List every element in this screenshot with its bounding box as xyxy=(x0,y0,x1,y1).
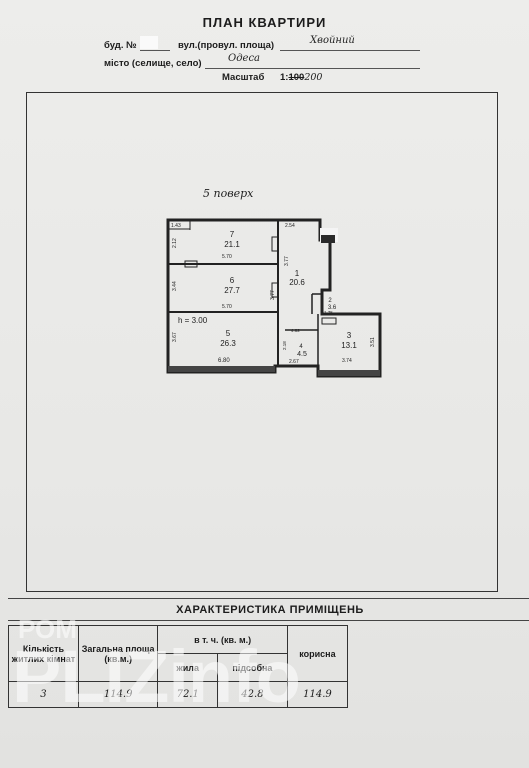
scale-label: Масштаб xyxy=(222,72,265,83)
dimension-label: 3.51 xyxy=(370,337,376,347)
city-label: місто (селище, село) xyxy=(104,58,202,69)
dimension-label: 4.82 xyxy=(291,328,300,333)
header-aux-area: підсобна xyxy=(217,653,288,682)
section-top-rule xyxy=(8,598,529,599)
dimension-label: 3.74 xyxy=(342,358,352,364)
header-total-area: Загальна площа (кв.м.) xyxy=(77,625,159,682)
value-total-area: 114.9 xyxy=(77,681,159,708)
redaction-box xyxy=(140,36,158,49)
value-rooms-count: 3 xyxy=(8,681,79,708)
dimension-label: 3.77 xyxy=(270,290,276,300)
room-area: 26.3 xyxy=(220,339,236,348)
header-useful-area: корисна xyxy=(286,625,349,682)
dimension-label: 5.70 xyxy=(222,254,232,260)
street-label: вул.(провул. площа) xyxy=(178,40,275,51)
plan-wall-hatch xyxy=(168,366,275,372)
dimension-label: 1.43 xyxy=(171,223,181,229)
value-useful-area: 114.9 xyxy=(286,681,349,708)
city-value: Одеса xyxy=(228,53,261,64)
city-line xyxy=(205,68,420,69)
room-area: 27.7 xyxy=(224,286,240,295)
dimension-label: 3.44 xyxy=(172,281,178,291)
room-area: 4.5 xyxy=(297,351,307,358)
room-number: 5 xyxy=(226,329,231,338)
room-area: 21.1 xyxy=(224,240,240,249)
header-living-area: жила xyxy=(157,653,218,682)
dimension-label: 3.77 xyxy=(284,256,290,266)
dimension-label: 2.67 xyxy=(289,359,299,365)
room-number: 2 xyxy=(328,298,332,304)
building-number-line xyxy=(140,50,170,51)
dimension-label: 3.67 xyxy=(172,332,178,342)
value-aux-area: 42.8 xyxy=(217,681,288,708)
street-line xyxy=(280,50,420,51)
value-living-area: 72.1 xyxy=(157,681,218,708)
room-number: 1 xyxy=(295,269,300,278)
room-number: 6 xyxy=(230,276,235,285)
characteristics-title: ХАРАКТЕРИСТИКА ПРИМІЩЕНЬ xyxy=(176,604,364,616)
floor-label: 5 поверх xyxy=(203,187,254,200)
plan-door xyxy=(271,236,279,252)
table-top-rule xyxy=(8,620,529,621)
dimension-label: 2.12 xyxy=(172,238,178,248)
plan-door xyxy=(321,317,337,325)
plan-door xyxy=(184,260,198,268)
document-title: ПЛАН КВАРТИРИ xyxy=(202,15,327,30)
room-area: 3.6 xyxy=(328,305,337,311)
header-rooms-count: Кількість житлих кімнат xyxy=(8,625,79,682)
plan-wall-hatch xyxy=(318,370,380,376)
dimension-label: 2.54 xyxy=(285,223,295,229)
dimension-label: 5.70 xyxy=(222,304,232,310)
scale-value: 1:100200 xyxy=(280,72,323,83)
building-number-label: буд. № xyxy=(104,40,137,51)
plan-door xyxy=(271,282,279,298)
dimension-label: 1.75 xyxy=(324,310,333,315)
room-number: 3 xyxy=(347,331,352,340)
drawing-frame xyxy=(26,92,498,592)
dimension-label: 6.80 xyxy=(218,358,230,364)
dimension-label: 2.18 xyxy=(282,341,287,350)
room-number: 4 xyxy=(299,344,303,350)
header-including: в т. ч. (кв. м.) xyxy=(157,625,288,654)
room-number: 7 xyxy=(230,230,235,239)
characteristics-table: Кількість житлих кімнат Загальна площа (… xyxy=(8,625,349,708)
street-value: Хвойний xyxy=(310,35,355,46)
height-note: h = 3.00 xyxy=(178,316,208,325)
room-area: 13.1 xyxy=(341,341,357,350)
room-area: 20.6 xyxy=(289,278,305,287)
plan-stairs xyxy=(321,235,335,243)
